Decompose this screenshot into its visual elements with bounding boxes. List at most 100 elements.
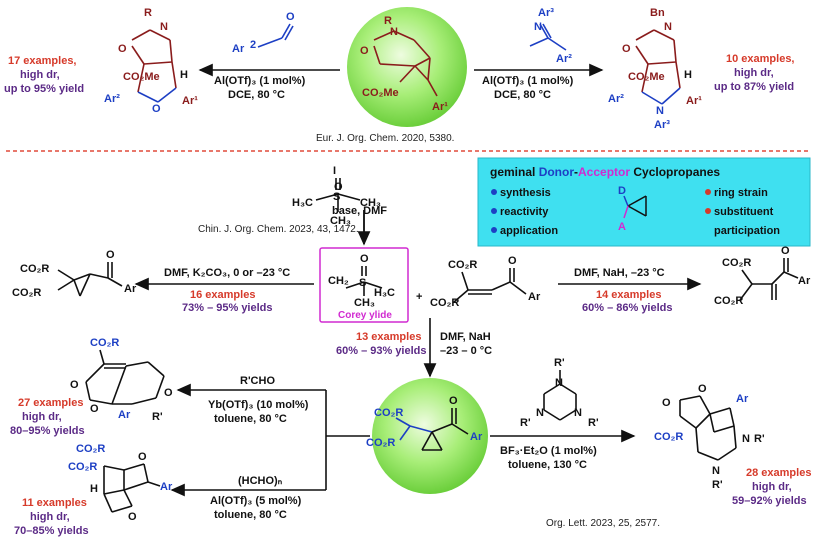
down-examples: 13 examples — [356, 331, 421, 343]
top-right-conditions-2: DCE, 80 °C — [494, 89, 551, 101]
middle-left-yields: 73% – 95% yields — [182, 302, 273, 314]
middle-left-product: CO₂R CO₂R O Ar — [12, 249, 137, 299]
salt-ch3-label-1: CH₃ — [360, 197, 381, 209]
upper-conditions-2: toluene, 80 °C — [214, 413, 287, 425]
base-conditions: base, DMF — [332, 205, 387, 217]
title-prefix: geminal — [490, 165, 539, 179]
tr-ar1-label: Ar¹ — [686, 95, 702, 107]
tl-ar1-label: Ar¹ — [182, 95, 198, 107]
salt-i-label: I — [333, 165, 336, 177]
tl-n-atom: N — [160, 21, 168, 33]
middle-left-examples: 16 examples — [190, 289, 255, 301]
tl-ring-o-atom: O — [152, 103, 161, 115]
info-substituent: substituent — [714, 206, 774, 218]
tl-ester-label: CO₂Me — [123, 71, 160, 83]
tr-dr: high dr, — [734, 67, 774, 79]
lower-conditions-2: toluene, 80 °C — [214, 509, 287, 521]
salt-o-label: O — [334, 181, 343, 193]
tr-examples: 10 examples, — [726, 53, 795, 65]
top-reference: Eur. J. Org. Chem. 2020, 5380. — [316, 133, 454, 144]
mrp-ar-label: Ar — [798, 275, 811, 287]
ulp-carbonyl-o: O — [70, 379, 79, 391]
ulp-ether-o: O — [164, 387, 173, 399]
llp-examples: 11 examples — [22, 497, 87, 509]
info-left-list: ring strain substituent participation — [705, 187, 780, 237]
info-participation: participation — [714, 225, 780, 237]
tr-ester-label: CO₂Me — [628, 71, 665, 83]
brp-n-upper: N — [742, 433, 750, 445]
acceptor-a-label: A — [618, 221, 626, 233]
mrp-co2r-top: CO₂R — [722, 257, 751, 269]
llp-dr: high dr, — [30, 511, 70, 523]
tl-ar2-label: Ar² — [104, 93, 120, 105]
aldehyde-ar-label: Ar — [232, 43, 245, 55]
top-right-product: Bn N O CO₂Me H Ar² N Ar¹ Ar³ — [608, 7, 702, 131]
plus-sign: + — [416, 291, 422, 303]
middle-left-conditions: DMF, K₂CO₃, 0 or –23 °C — [164, 267, 290, 279]
tl-h-atom: H — [180, 69, 188, 81]
imine-ar3-label: Ar³ — [538, 7, 554, 19]
tr-bn-atom: Bn — [650, 7, 665, 19]
imine-ar2-label: Ar² — [556, 53, 572, 65]
tl-yield: up to 95% yield — [4, 83, 84, 95]
center-r-atom: R — [384, 15, 392, 27]
middle-right-conditions: DMF, NaH, –23 °C — [574, 267, 665, 279]
down-conditions-1: DMF, NaH — [440, 331, 491, 343]
bottom-right-conditions-1: BF₃·Et₂O (1 mol%) — [500, 445, 597, 457]
llp-co2r-bottom: CO₂R — [68, 461, 97, 473]
title-suffix: Cyclopropanes — [630, 165, 720, 179]
bc-co2r-top: CO₂R — [374, 407, 403, 419]
info-synthesis: synthesis — [500, 187, 551, 199]
dac-info-box — [477, 157, 811, 247]
tr-ar3-label: Ar³ — [654, 119, 670, 131]
corey-ylide-label: Corey ylide — [338, 310, 392, 321]
brp-carbonyl-o: O — [662, 397, 671, 409]
mlp-co2r-bottom: CO₂R — [12, 287, 41, 299]
center-o-atom: O — [360, 45, 369, 57]
lower-conditions-1: Al(OTf)₃ (5 mol%) — [210, 495, 302, 507]
title-dash: - — [574, 165, 578, 179]
bottom-reference: Org. Lett. 2023, 25, 2577. — [546, 518, 660, 529]
salt-h3c-label: H₃C — [292, 197, 313, 209]
tri-n-top: N — [555, 377, 563, 389]
bottom-right-conditions-2: toluene, 130 °C — [508, 459, 587, 471]
tr-h-atom: H — [684, 69, 692, 81]
info-reactivity: reactivity — [500, 206, 549, 218]
brp-dr: high dr, — [752, 481, 792, 493]
aldehyde-ar-superscript: 2 — [250, 39, 256, 51]
bottom-right-product: O O Ar CO₂R N R' N R' — [654, 383, 765, 491]
brp-examples: 28 examples — [746, 467, 811, 479]
top-center-sphere — [347, 7, 467, 127]
down-conditions-2: –23 – 0 °C — [440, 345, 492, 357]
aldehyde-reagent: Ar 2 O — [232, 11, 295, 55]
ulp-dr: high dr, — [22, 411, 62, 423]
tri-r-top: R' — [554, 357, 565, 369]
bc-o-label: O — [449, 395, 458, 407]
ulp-r-label: R' — [152, 411, 163, 423]
ylide-h3c-label: H₃C — [374, 287, 395, 299]
mrp-co2r-bottom: CO₂R — [714, 295, 743, 307]
tl-dr: high dr, — [20, 69, 60, 81]
corey-ylide: O S H₃C CH₂ CH₃ — [328, 253, 395, 309]
tr-ar2-label: Ar² — [608, 93, 624, 105]
mlp-o-label: O — [106, 249, 115, 261]
dac-info-title: geminal Donor-Acceptor Cyclopropanes — [490, 165, 720, 179]
tri-n-left: N — [536, 407, 544, 419]
llp-ar-label: Ar — [160, 481, 173, 493]
tr-yield: up to 87% yield — [714, 81, 794, 93]
triazinane-reagent: R' N N N R' R' — [520, 357, 599, 429]
llp-o-bottom: O — [128, 511, 137, 523]
middle-right-yields: 60% – 86% yields — [582, 302, 673, 314]
dac-cyclopropane-icon: D A — [618, 185, 647, 233]
upper-conditions-1: Yb(OTf)₃ (10 mol%) — [208, 399, 309, 411]
ulp-ar-label: Ar — [118, 409, 131, 421]
tl-r-atom: R — [144, 7, 152, 19]
corey-reference: Chin. J. Org. Chem. 2023, 43, 1472. — [198, 224, 359, 235]
ulp-examples: 27 examples — [18, 397, 83, 409]
bc-co2r-bottom: CO₂R — [366, 437, 395, 449]
mlp-ar-label: Ar — [124, 283, 137, 295]
tl-examples: 17 examples, — [8, 55, 77, 67]
title-donor: Donor — [539, 165, 575, 179]
llp-yields: 70–85% yields — [14, 525, 89, 537]
